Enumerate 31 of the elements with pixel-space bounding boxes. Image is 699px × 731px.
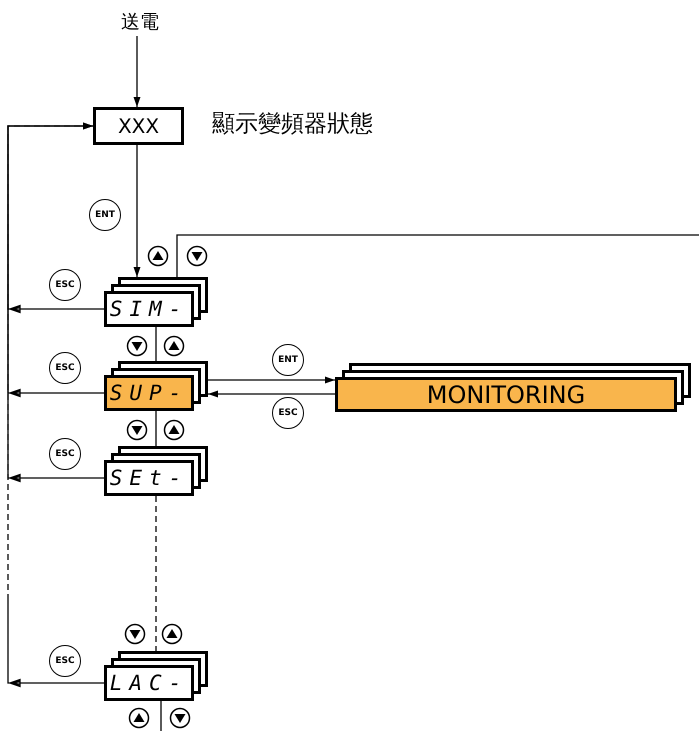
- menu-title: MONITORING: [426, 380, 586, 410]
- menu-display-stack: [104, 361, 208, 411]
- menu-display-stack: [104, 446, 208, 496]
- display-code: SEt-: [108, 465, 190, 492]
- key-button-label: ENT: [89, 199, 121, 231]
- menu-display-stack: [104, 651, 208, 701]
- arrow: [7, 122, 105, 482]
- connector-line: [155, 496, 157, 651]
- display-code: SUP-: [108, 380, 190, 407]
- key-button-label: ESC: [272, 397, 304, 429]
- key-button-label: ESC: [49, 645, 81, 677]
- status-display-box: XXX: [93, 107, 184, 145]
- connector-line: [160, 701, 162, 731]
- arrow: [134, 145, 140, 277]
- arrow: [208, 390, 335, 398]
- display-code: LAC-: [108, 670, 190, 697]
- connector-line: [155, 327, 157, 361]
- connector-line: [155, 411, 157, 446]
- key-button-label: ESC: [49, 438, 81, 470]
- key-button-label: ESC: [49, 352, 81, 384]
- connector-line: [176, 234, 699, 277]
- key-button-label: ENT: [272, 344, 304, 376]
- arrow: [208, 376, 335, 384]
- key-button-label: ESC: [49, 269, 81, 301]
- arrow: [134, 36, 140, 107]
- menu-display-stack: [335, 363, 691, 412]
- status-note: 顯示變頻器狀態: [212, 110, 373, 139]
- display-code: SIM-: [108, 296, 190, 323]
- arrow: [7, 122, 105, 688]
- caption-text: 送電: [116, 8, 164, 36]
- menu-display-stack: [104, 277, 208, 327]
